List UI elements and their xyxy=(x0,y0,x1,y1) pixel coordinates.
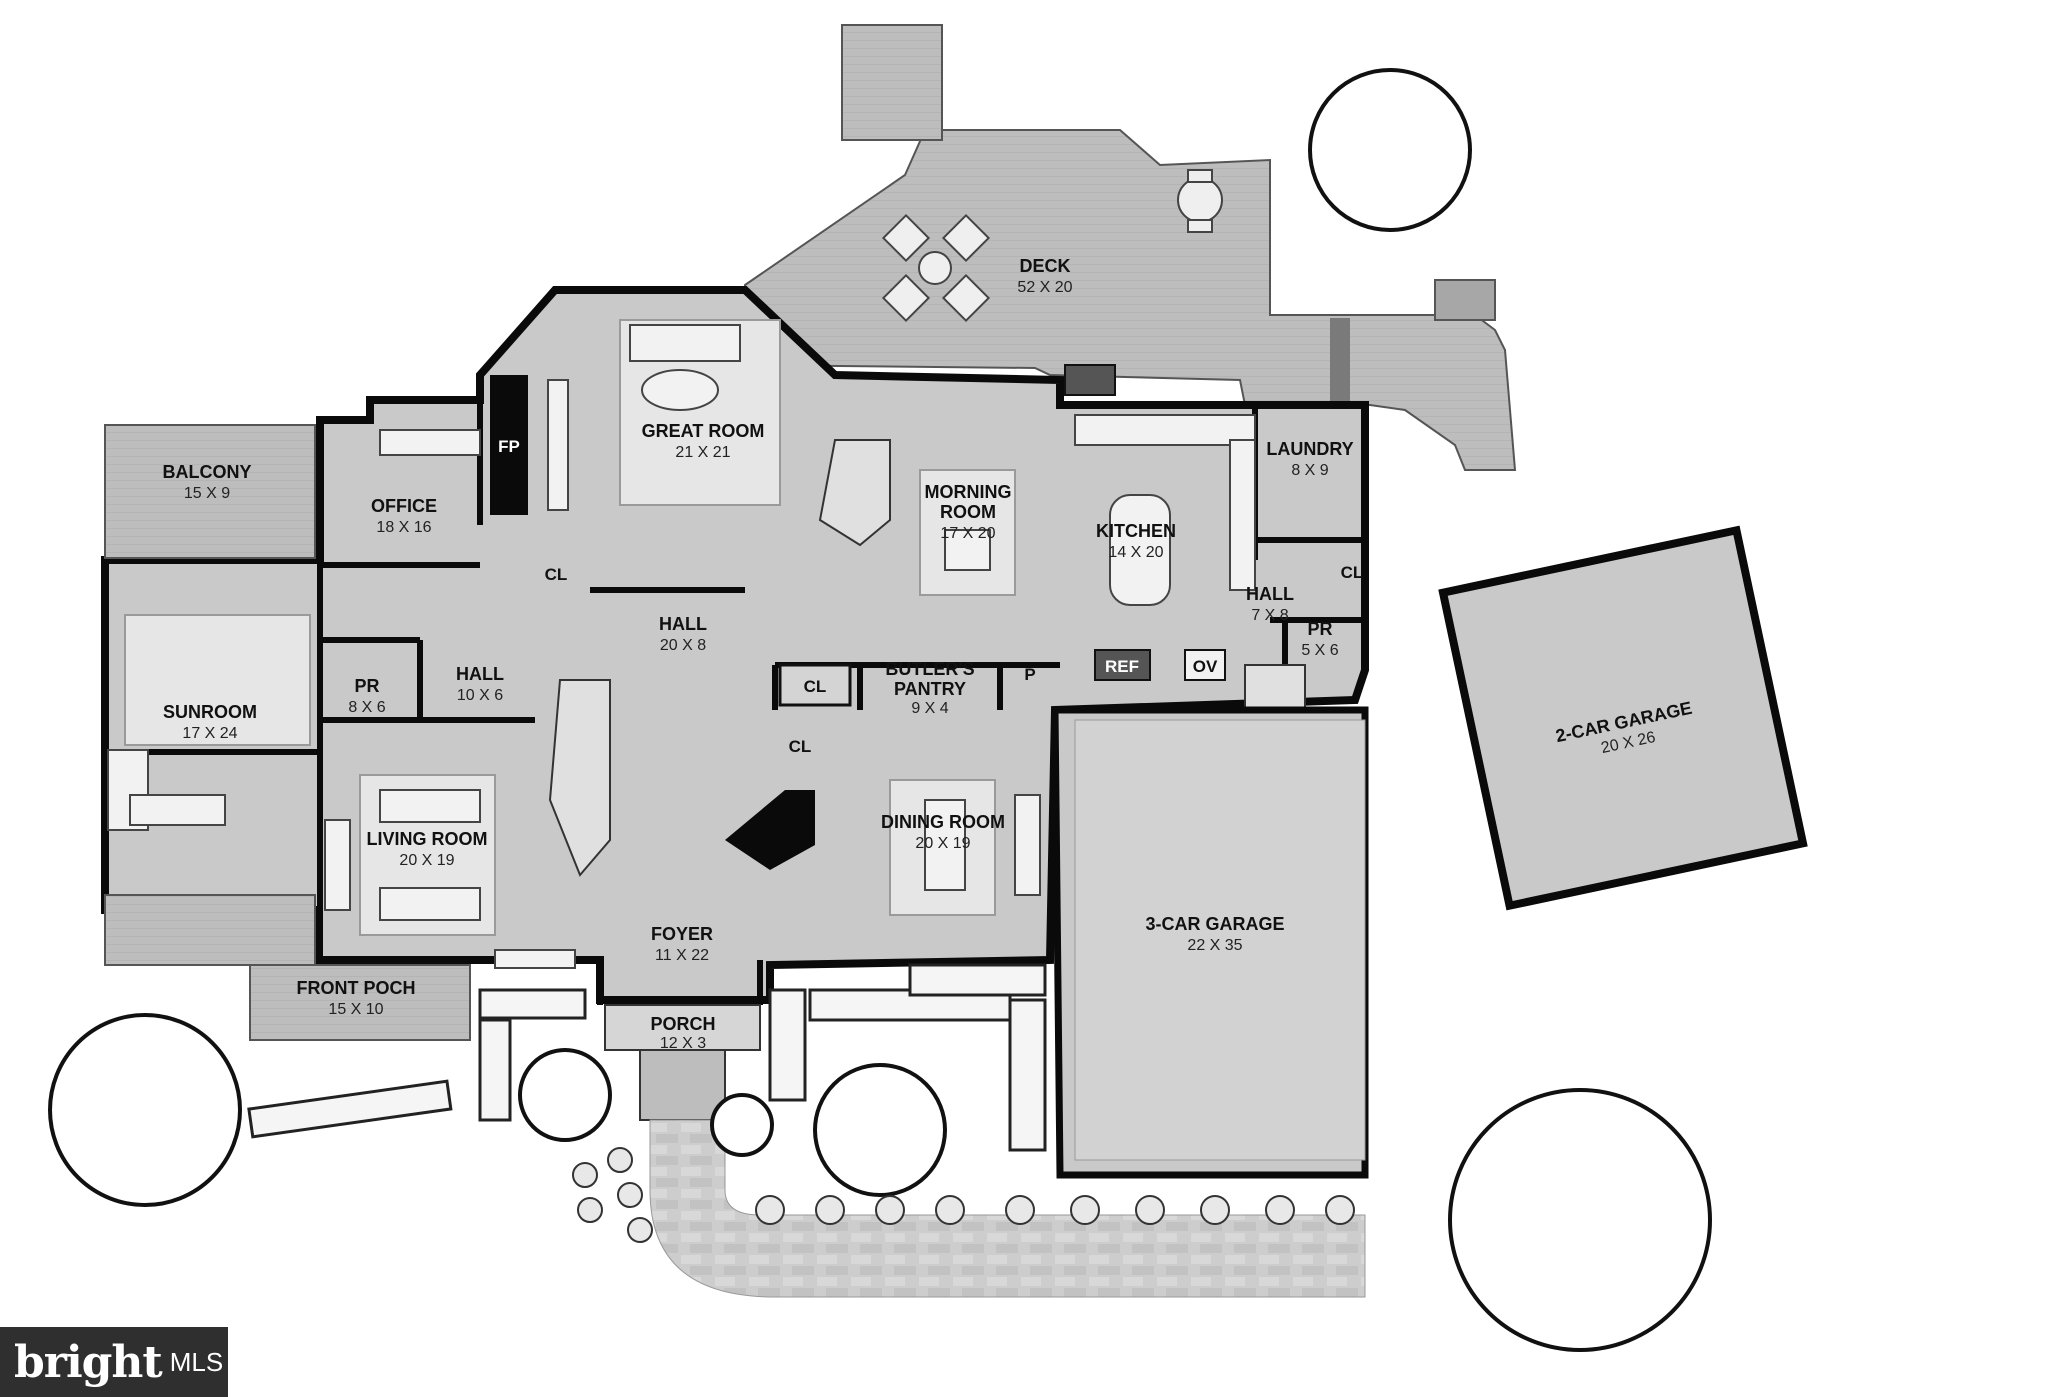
garage3-label: 3-CAR GARAGE xyxy=(1145,914,1284,934)
pr-left-dim: 8 X 6 xyxy=(348,699,385,716)
watermark-brand: bright xyxy=(14,1336,163,1388)
foyer-label: FOYER xyxy=(651,924,713,944)
oven xyxy=(1184,649,1226,681)
three-car-garage: 3-CAR GARAGE 22 X 35 xyxy=(1051,706,1369,1179)
trees xyxy=(48,68,1712,1352)
porch-dim: 12 X 3 xyxy=(660,1035,706,1052)
front-porch-label: FRONT POCH xyxy=(297,978,416,998)
tree-icon xyxy=(518,1048,612,1142)
dining-room-label: DINING ROOM xyxy=(881,812,1005,832)
p-label: P xyxy=(1024,665,1035,684)
cl-label-2: CL xyxy=(804,677,827,696)
deck-dim: 52 X 20 xyxy=(1017,279,1072,296)
hall-small-dim: 10 X 6 xyxy=(457,687,503,704)
watermark-suffix: MLS xyxy=(169,1346,224,1377)
butlers-pantry-label-2: PANTRY xyxy=(894,679,966,699)
entry-porch: PORCH 12 X 3 xyxy=(604,1004,761,1121)
laundry-dim: 8 X 9 xyxy=(1291,462,1328,479)
refrigerator xyxy=(1094,649,1151,681)
shrubs xyxy=(572,1147,1355,1243)
butlers-pantry-dim: 9 X 4 xyxy=(911,700,948,717)
fireplace-great-room xyxy=(490,375,528,515)
office-dim: 18 X 16 xyxy=(376,519,431,536)
front-porch: FRONT POCH 15 X 10 xyxy=(104,894,471,1041)
tree-icon xyxy=(1308,68,1472,232)
ov-label: OV xyxy=(1193,657,1218,676)
grill-icon xyxy=(1064,364,1116,396)
porch-label: PORCH xyxy=(650,1014,715,1034)
cl-label-1: CL xyxy=(545,565,568,584)
great-room-label: GREAT ROOM xyxy=(642,421,765,441)
pr-left-label: PR xyxy=(354,676,379,696)
stairs xyxy=(548,439,1306,877)
office-label: OFFICE xyxy=(371,496,437,516)
balcony: BALCONY 15 X 9 xyxy=(104,424,316,559)
porch-steps xyxy=(639,1049,726,1121)
hall-main-dim: 20 X 8 xyxy=(660,637,706,654)
hall-small-label: HALL xyxy=(456,664,504,684)
fireplace-dining xyxy=(725,790,815,870)
deck-label: DECK xyxy=(1019,256,1070,276)
hall-main-label: HALL xyxy=(659,614,707,634)
hall-right-dim: 7 X 8 xyxy=(1251,607,1288,624)
cl-label-4: CL xyxy=(1341,563,1364,582)
deck: DECK 52 X 20 xyxy=(738,24,1517,471)
tree-icon xyxy=(1448,1088,1712,1352)
deck-stair-post xyxy=(1330,318,1350,403)
kitchen-label: KITCHEN xyxy=(1096,521,1176,541)
living-room-label: LIVING ROOM xyxy=(367,829,488,849)
balcony-dim: 15 X 9 xyxy=(184,485,230,502)
front-porch-dim: 15 X 10 xyxy=(328,1001,383,1018)
hall-right-label: HALL xyxy=(1246,584,1294,604)
garage3-dim: 22 X 35 xyxy=(1187,937,1242,954)
kitchen-dim: 14 X 20 xyxy=(1108,544,1163,561)
morning-room-label-2: ROOM xyxy=(940,502,996,522)
butlers-pantry-label-1: BUTLER'S xyxy=(885,659,974,679)
tree-icon xyxy=(813,1063,947,1197)
dining-room-dim: 20 X 19 xyxy=(915,835,970,852)
laundry-label: LAUNDRY xyxy=(1266,439,1353,459)
deck-stairs-right xyxy=(1434,279,1496,321)
deck-table-set xyxy=(881,169,1223,323)
sunroom-dim: 17 X 24 xyxy=(182,725,237,742)
ref-label: REF xyxy=(1105,657,1139,676)
balcony-label: BALCONY xyxy=(163,462,252,482)
pr-right-label: PR xyxy=(1307,619,1332,639)
room-labels: OFFICE 18 X 16 GREAT ROOM 21 X 21 MORNIN… xyxy=(163,421,1354,964)
morning-room-dim: 17 X 20 xyxy=(940,525,995,542)
sunroom-label: SUNROOM xyxy=(163,702,257,722)
living-room-dim: 20 X 19 xyxy=(399,852,454,869)
great-room-dim: 21 X 21 xyxy=(675,444,730,461)
bright-mls-watermark: bright MLS xyxy=(0,1327,228,1397)
morning-room-label-1: MORNING xyxy=(925,482,1012,502)
cl-label-3: CL xyxy=(789,737,812,756)
tree-icon xyxy=(48,1013,242,1207)
tree-icon xyxy=(710,1093,774,1157)
foyer-dim: 11 X 22 xyxy=(655,947,709,964)
hedges xyxy=(247,963,1047,1152)
deck-stairs-top xyxy=(841,24,943,141)
two-car-garage: 2-CAR GARAGE 20 X 26 xyxy=(1438,525,1808,911)
paver-walkway xyxy=(649,1119,1366,1298)
furniture xyxy=(107,324,1256,969)
fp-label: FP xyxy=(498,437,520,456)
pr-right-dim: 5 X 6 xyxy=(1301,642,1338,659)
closets: CL CL CL CL P xyxy=(545,563,1364,756)
